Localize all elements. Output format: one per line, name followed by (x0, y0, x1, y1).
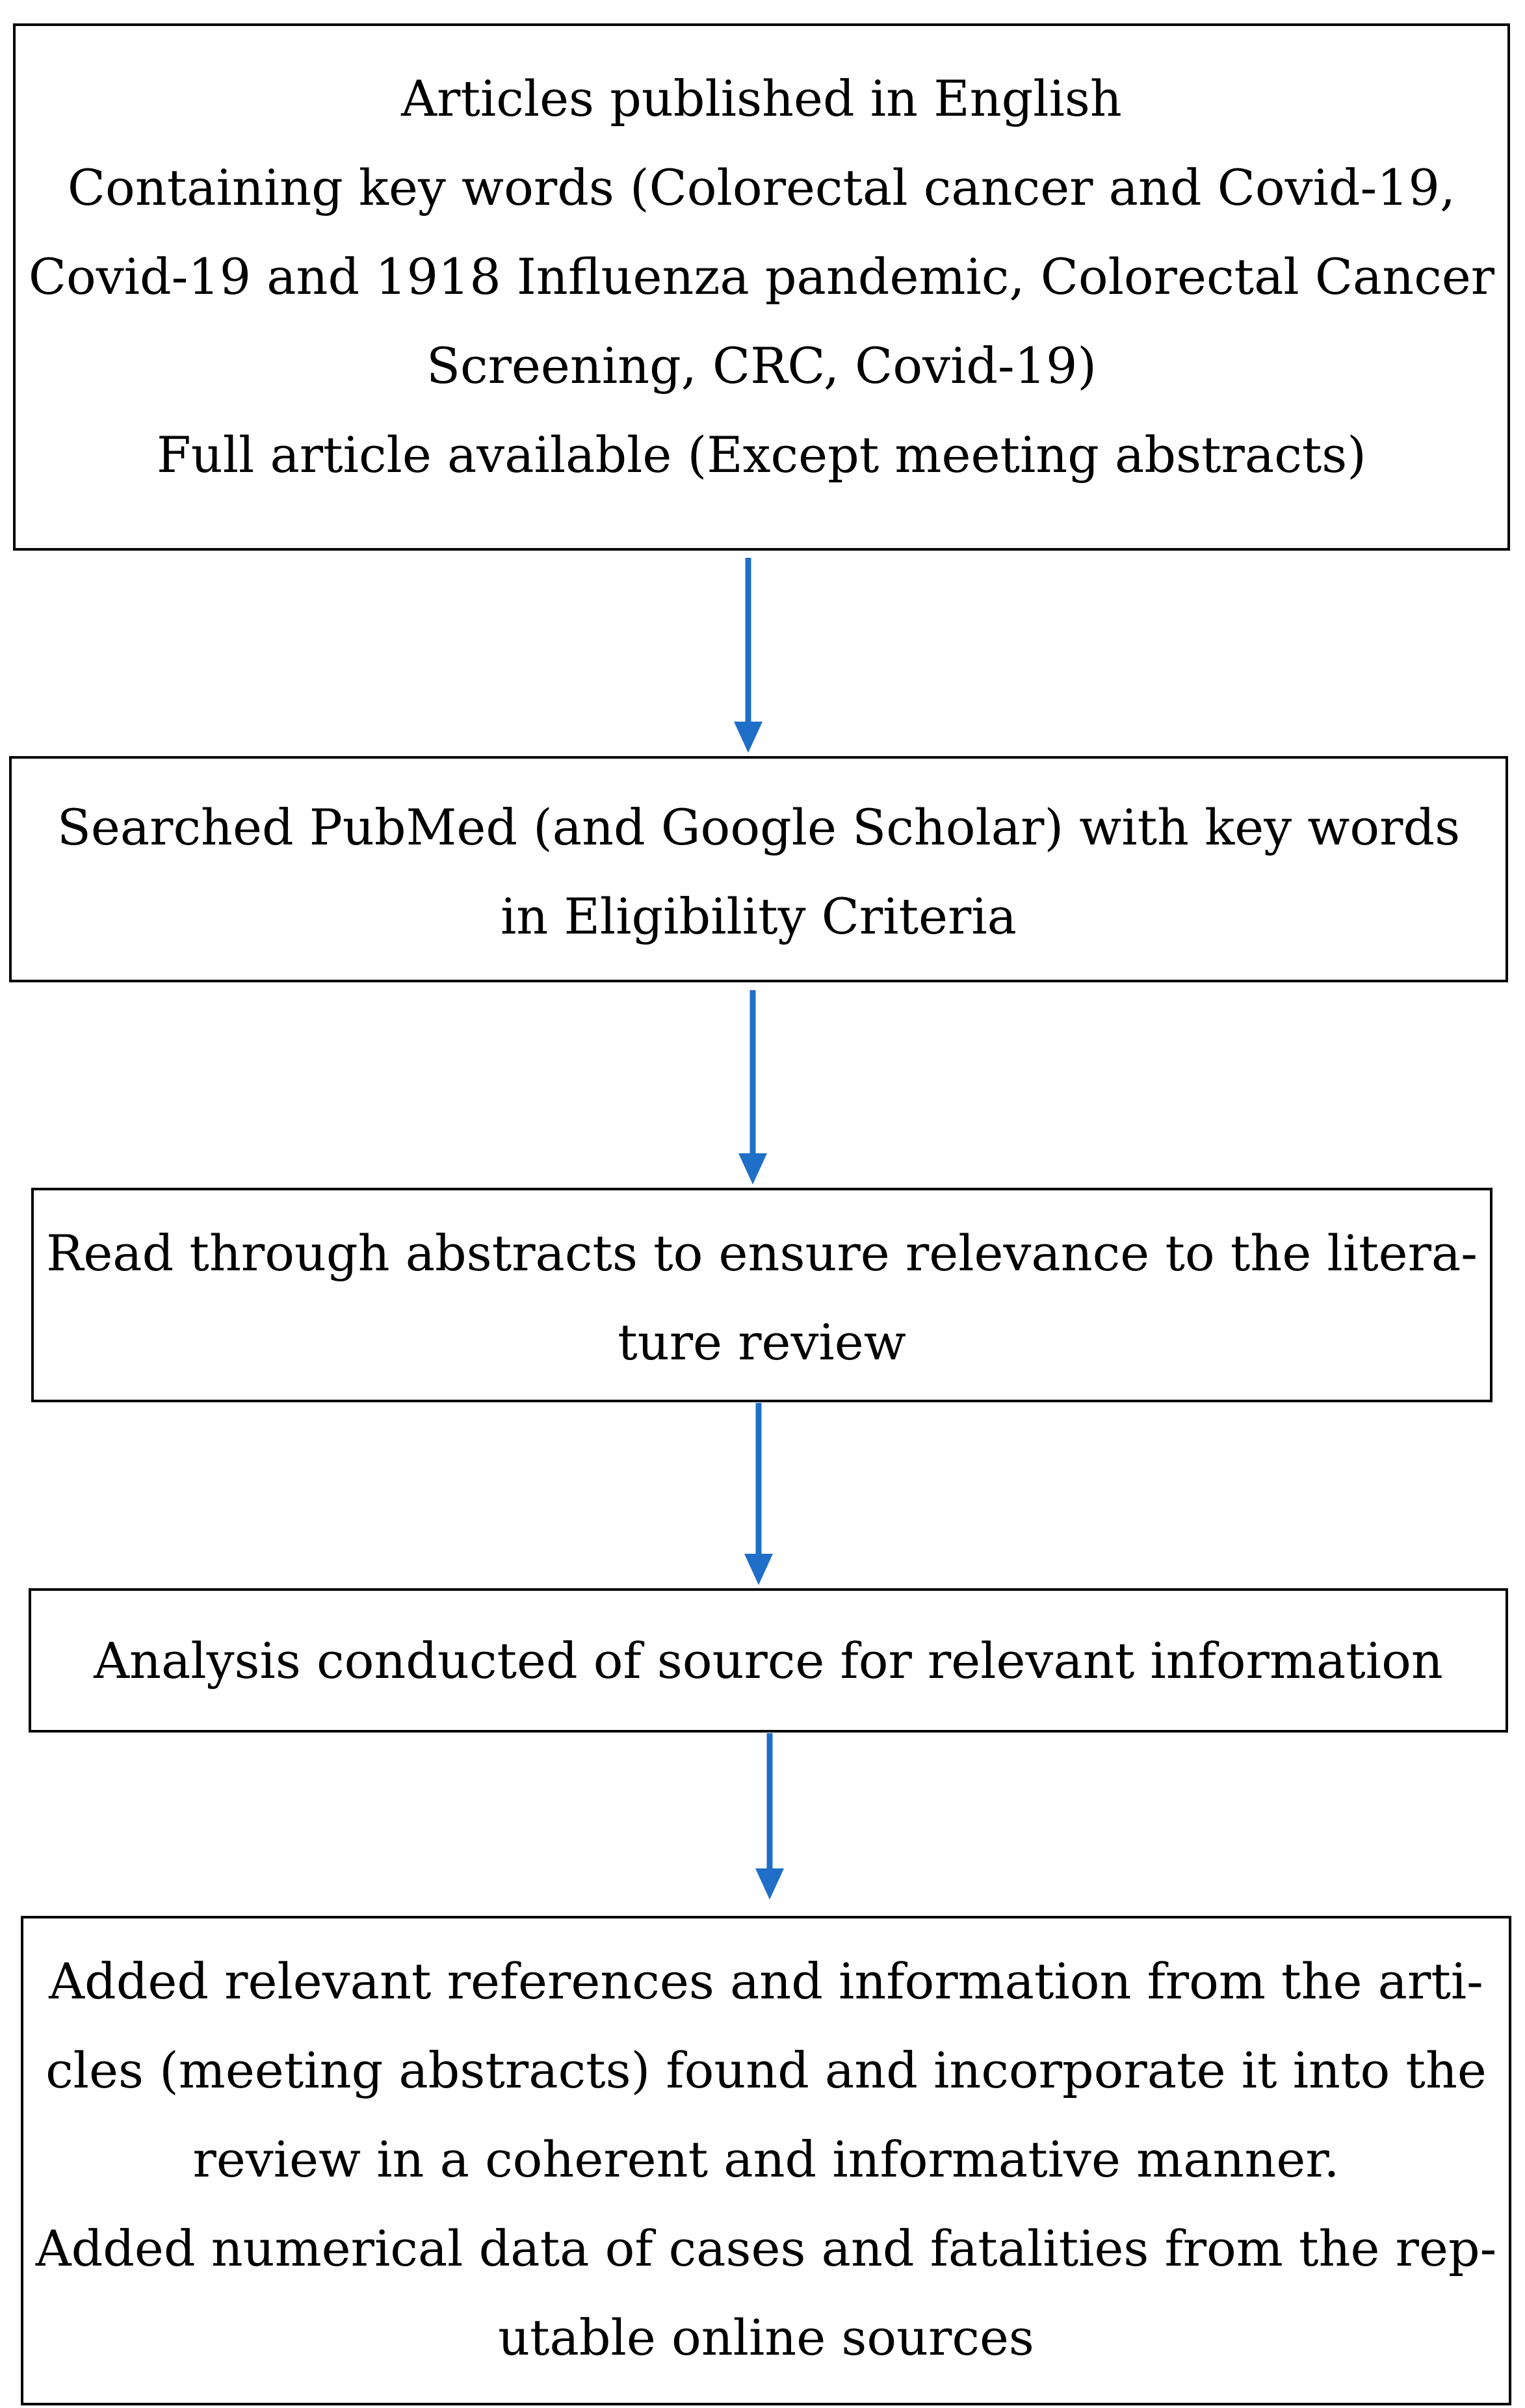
step-1-line-3: Covid-19 and 1918 Influenza pandemic, Co… (28, 248, 1495, 306)
step-4-line-1: Analysis conducted of source for relevan… (94, 1631, 1443, 1690)
step-5-line-2: cles (meeting abstracts) found and incor… (46, 2041, 1487, 2099)
step-1-line-5: Full article available (Except meeting a… (157, 426, 1366, 484)
step-3-line-1: Read through abstracts to ensure relevan… (46, 1224, 1478, 1282)
step-2-line-1: Searched PubMed (and Google Scholar) wit… (57, 798, 1461, 856)
step-5-line-5: utable online sources (498, 2309, 1034, 2366)
step-3-line-2: ture review (618, 1313, 906, 1371)
step-1-line-4: Screening, CRC, Covid-19) (426, 337, 1097, 395)
step-2-line-2: in Eligibility Criteria (501, 887, 1017, 945)
step-5-line-3: review in a coherent and informative man… (192, 2130, 1340, 2188)
arrow-1-to-2 (734, 558, 762, 753)
step-1-eligibility-box: Articles published in English Containing… (13, 23, 1510, 551)
step-1-line-2: Containing key words (Colorectal cancer … (67, 159, 1456, 216)
step-5-line-4: Added numerical data of cases and fatali… (35, 2219, 1497, 2277)
step-3-abstract-review-box: Read through abstracts to ensure relevan… (31, 1188, 1492, 1402)
arrow-3-to-4 (744, 1403, 773, 1585)
step-4-analysis-box: Analysis conducted of source for relevan… (29, 1588, 1508, 1733)
arrow-4-to-5 (755, 1733, 784, 1900)
step-5-line-1: Added relevant references and informatio… (49, 1952, 1483, 2010)
arrow-2-to-3 (738, 990, 767, 1184)
step-2-search-box: Searched PubMed (and Google Scholar) wit… (9, 756, 1508, 982)
step-1-line-1: Articles published in English (401, 70, 1122, 127)
step-5-references-box: Added relevant references and informatio… (21, 1916, 1511, 2405)
